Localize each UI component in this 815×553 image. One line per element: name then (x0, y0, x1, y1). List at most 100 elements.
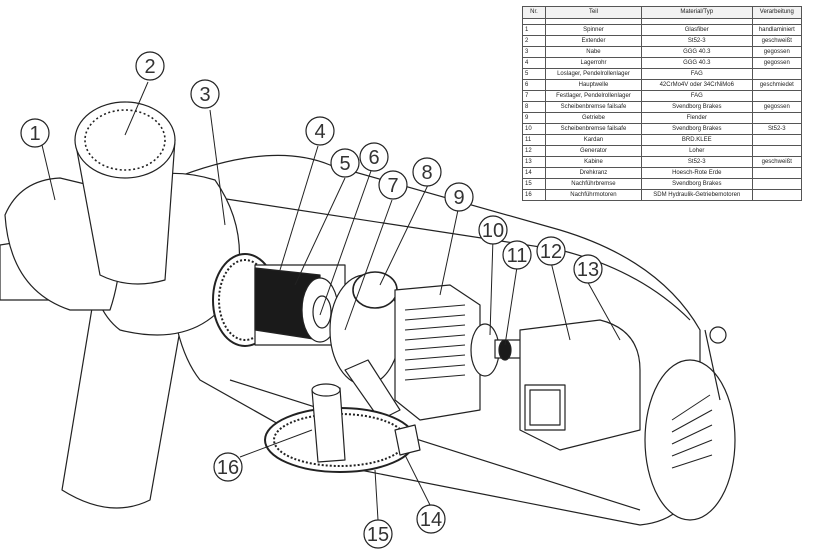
svg-text:13: 13 (577, 259, 599, 281)
cell-verarbeitung: gegossen (751, 46, 803, 58)
cell-teil: Festlager, Pendelrollenlager (545, 90, 642, 102)
extender (74, 139, 176, 285)
callout-14: 14 (416, 504, 446, 534)
callout-11: 11 (502, 240, 532, 270)
cell-nr: 12 (522, 145, 546, 157)
cell-material: FAG (640, 90, 753, 102)
cell-verarbeitung (751, 68, 803, 80)
svg-text:15: 15 (367, 524, 389, 546)
callout-10: 10 (478, 215, 508, 245)
callout-1: 1 (20, 118, 50, 148)
callout-13: 13 (573, 254, 603, 284)
callout-5: 5 (330, 148, 360, 178)
cell-verarbeitung (751, 112, 803, 124)
cell-material: St52-3 (640, 156, 753, 168)
cell-teil: Scheibenbremse failsafe (545, 101, 642, 113)
header-nr: Nr. (522, 6, 546, 19)
cell-nr: 9 (522, 112, 546, 124)
cell-teil: Spinner (545, 24, 642, 36)
yaw-motor (311, 387, 346, 463)
svg-text:9: 9 (453, 187, 464, 209)
generator-terminal-box-face (529, 389, 561, 426)
gearbox-fins (404, 304, 466, 381)
svg-text:3: 3 (199, 84, 210, 106)
cell-teil: Kabine (545, 156, 642, 168)
extender-flange (74, 101, 176, 179)
cell-material: GGG 40.3 (640, 46, 753, 58)
anemometer-head (709, 326, 727, 344)
cell-material: GGG 40.3 (640, 57, 753, 69)
cell-nr: 16 (522, 189, 546, 201)
cell-verarbeitung (751, 145, 803, 157)
svg-text:6: 6 (368, 147, 379, 169)
cell-material: Loher (640, 145, 753, 157)
callout-2: 2 (135, 51, 165, 81)
main-shaft-end-inner (312, 295, 332, 329)
svg-text:1: 1 (29, 123, 40, 145)
callout-3: 3 (190, 79, 220, 109)
rear-grille (671, 394, 713, 469)
svg-text:14: 14 (420, 509, 442, 531)
cell-teil: Drehkranz (545, 167, 642, 179)
callout-16: 16 (213, 452, 243, 482)
cell-nr: 5 (522, 68, 546, 80)
cell-teil: Nabe (545, 46, 642, 58)
svg-text:4: 4 (314, 121, 325, 143)
cell-material: SDM Hydraulik-Getriebemotoren (640, 189, 753, 201)
callout-12: 12 (536, 236, 566, 266)
svg-text:11: 11 (507, 245, 528, 267)
yaw-brake (394, 424, 421, 456)
cell-nr: 11 (522, 134, 546, 146)
cell-material: Svendborg Brakes (640, 123, 753, 135)
cell-verarbeitung: St52-3 (751, 123, 803, 135)
brake-arm (344, 359, 401, 421)
cell-material: Svendborg Brakes (640, 101, 753, 113)
cell-verarbeitung (751, 189, 803, 201)
cardan-joint (498, 339, 512, 361)
cell-nr: 8 (522, 101, 546, 113)
cell-verarbeitung: gegossen (751, 57, 803, 69)
cell-verarbeitung: handlaminiert (751, 24, 803, 36)
cell-verarbeitung: geschweißt (751, 35, 803, 47)
cell-nr: 4 (522, 57, 546, 69)
cell-nr: 1 (522, 24, 546, 36)
cell-material: Svendborg Brakes (640, 178, 753, 190)
cell-nr: 7 (522, 90, 546, 102)
parts-table-header: Nr. Teil Material/Typ Verarbeitung (522, 6, 803, 19)
cell-verarbeitung: gegossen (751, 101, 803, 113)
cell-nr: 13 (522, 156, 546, 168)
cell-teil: Lagerrohr (545, 57, 642, 69)
cell-nr: 6 (522, 79, 546, 91)
svg-text:5: 5 (339, 153, 350, 175)
cell-teil: Getriebe (545, 112, 642, 124)
cell-verarbeitung (751, 90, 803, 102)
svg-text:10: 10 (482, 220, 504, 242)
cell-nr: 14 (522, 167, 546, 179)
rotor-blade-lower (61, 289, 181, 509)
cell-material: Flender (640, 112, 753, 124)
header-verarbeitung: Verarbeitung (751, 6, 803, 19)
nacelle-top-edge (199, 194, 691, 321)
cell-teil: Scheibenbremse failsafe (545, 123, 642, 135)
cell-nr: 15 (522, 178, 546, 190)
callout-8: 8 (412, 157, 442, 187)
cell-verarbeitung (751, 178, 803, 190)
callout-7: 7 (378, 170, 408, 200)
anemometer-mast (704, 329, 721, 401)
svg-text:12: 12 (540, 241, 562, 263)
callout-6: 6 (359, 142, 389, 172)
leader-lines (41, 81, 621, 521)
rear-cover (644, 359, 736, 521)
cell-material: FAG (640, 68, 753, 80)
